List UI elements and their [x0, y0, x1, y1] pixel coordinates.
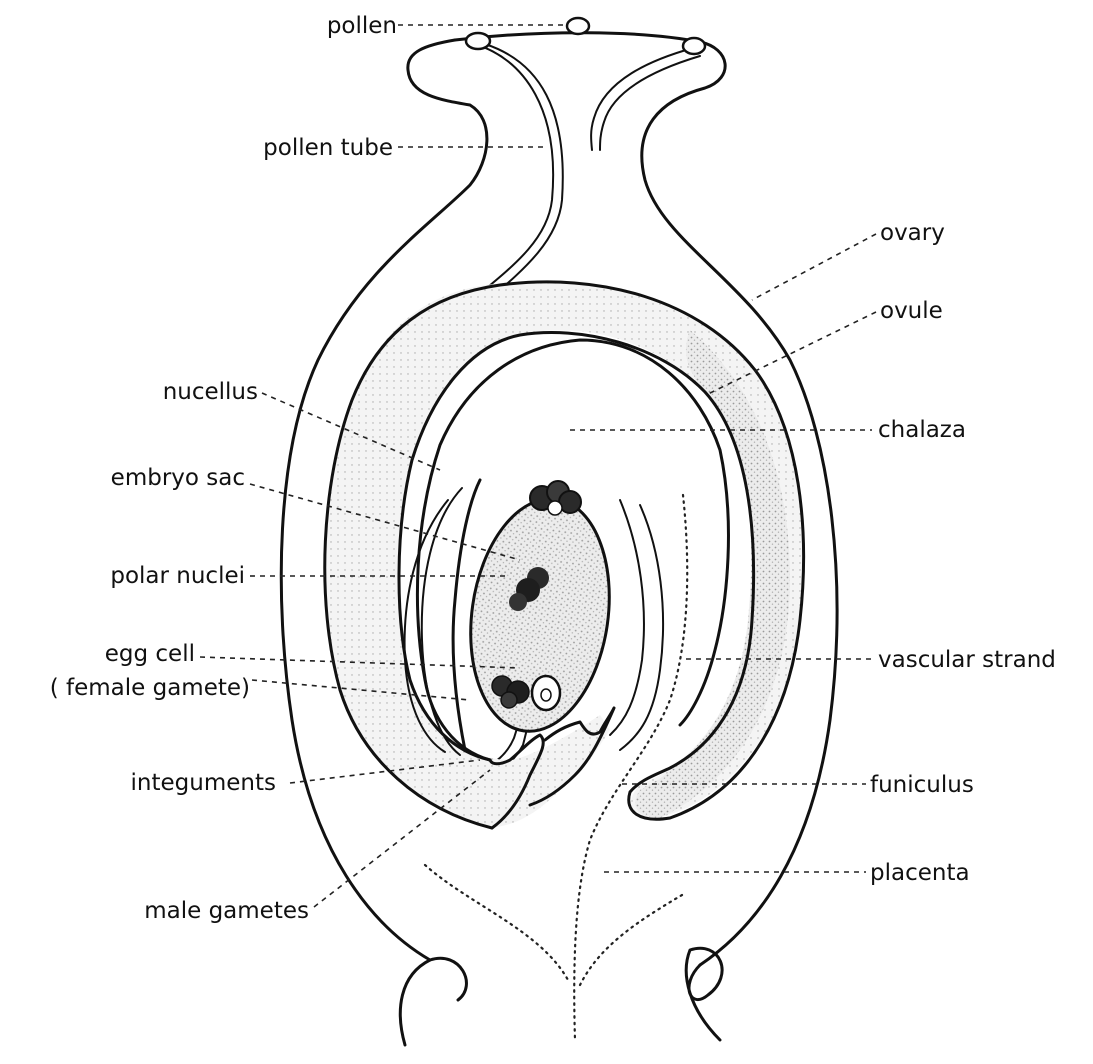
- ovule: [325, 282, 804, 828]
- label-egg-cell: egg cell: [105, 641, 195, 667]
- label-polar-nuclei: polar nuclei: [110, 563, 245, 589]
- label-pollen-tube: pollen tube: [263, 135, 393, 161]
- label-ovary: ovary: [880, 220, 945, 246]
- label-pollen: pollen: [327, 13, 397, 39]
- label-ovule: ovule: [880, 298, 943, 324]
- pollen-grain: [466, 33, 490, 49]
- pollen-grain: [683, 38, 705, 54]
- pollen-grain: [567, 18, 589, 34]
- label-chalaza: chalaza: [878, 417, 966, 443]
- label-placenta: placenta: [870, 860, 970, 886]
- label-nucellus: nucellus: [163, 379, 258, 405]
- antipodal-cells: [530, 481, 581, 515]
- label-vascular-strand: vascular strand: [878, 647, 1056, 673]
- label-integuments: integuments: [131, 770, 276, 796]
- label-funiculus: funiculus: [870, 772, 974, 798]
- label-male-gametes: male gametes: [144, 898, 309, 924]
- label-female-gamete: ( female gamete): [50, 675, 250, 701]
- label-embryo-sac: embryo sac: [111, 465, 245, 491]
